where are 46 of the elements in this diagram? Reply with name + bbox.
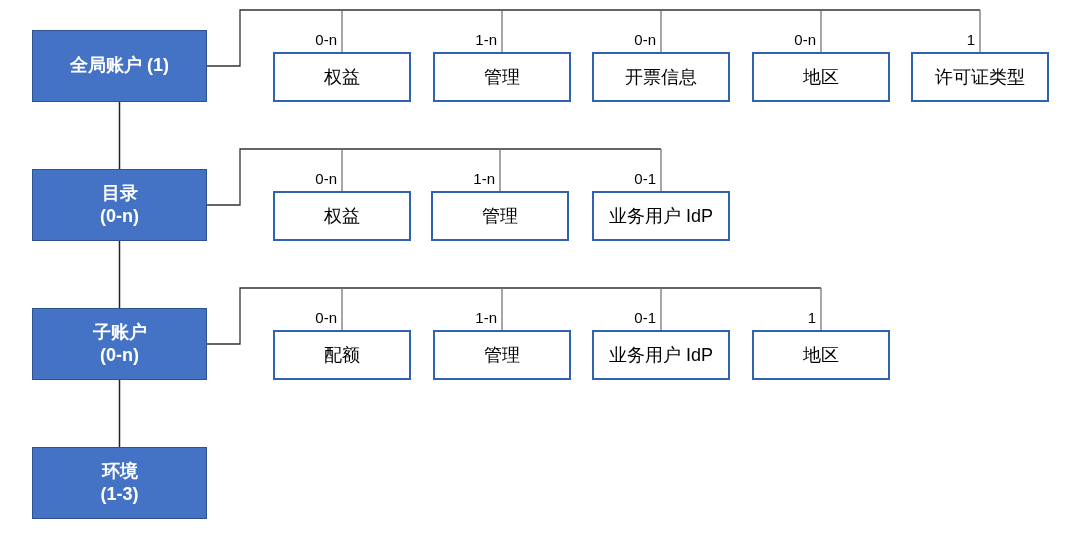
attribute-box: 管理 bbox=[433, 330, 571, 380]
connector-line bbox=[820, 9, 822, 53]
attribute-box: 业务用户 IdP bbox=[592, 191, 730, 241]
connector-line bbox=[501, 9, 503, 53]
connector-line bbox=[501, 287, 503, 331]
connector-line bbox=[341, 9, 343, 53]
edge-label: 1-n bbox=[475, 309, 497, 327]
attribute-box: 权益 bbox=[273, 191, 411, 241]
connector-line bbox=[206, 148, 662, 206]
connector-line bbox=[660, 9, 662, 53]
connector-line bbox=[660, 148, 662, 192]
connector-line bbox=[118, 379, 121, 448]
edge-label: 0-1 bbox=[634, 170, 656, 188]
attribute-box: 开票信息 bbox=[592, 52, 730, 102]
entity-box: 目录 (0-n) bbox=[32, 169, 207, 241]
edge-label: 0-1 bbox=[634, 309, 656, 327]
attribute-box: 许可证类型 bbox=[911, 52, 1049, 102]
edge-label: 1 bbox=[966, 31, 975, 49]
edge-label: 1-n bbox=[475, 31, 497, 49]
edge-label: 0-n bbox=[634, 31, 656, 49]
entity-box: 环境 (1-3) bbox=[32, 447, 207, 519]
connector-line bbox=[979, 9, 981, 53]
edge-label: 1 bbox=[807, 309, 816, 327]
connector-line bbox=[341, 287, 343, 331]
connector-line bbox=[660, 287, 662, 331]
attribute-box: 业务用户 IdP bbox=[592, 330, 730, 380]
attribute-box: 权益 bbox=[273, 52, 411, 102]
edge-label: 0-n bbox=[794, 31, 816, 49]
edge-label: 0-n bbox=[315, 170, 337, 188]
connector-line bbox=[206, 9, 981, 67]
attribute-box: 管理 bbox=[433, 52, 571, 102]
connector-line bbox=[499, 148, 501, 192]
connector-line bbox=[206, 287, 822, 345]
attribute-box: 地区 bbox=[752, 330, 890, 380]
connector-line bbox=[118, 240, 121, 309]
entity-box: 子账户 (0-n) bbox=[32, 308, 207, 380]
connector-line bbox=[820, 287, 822, 331]
attribute-box: 配额 bbox=[273, 330, 411, 380]
connector-line bbox=[341, 148, 343, 192]
entity-box: 全局账户 (1) bbox=[32, 30, 207, 102]
connector-line bbox=[118, 101, 121, 170]
edge-label: 1-n bbox=[473, 170, 495, 188]
edge-label: 0-n bbox=[315, 31, 337, 49]
attribute-box: 地区 bbox=[752, 52, 890, 102]
attribute-box: 管理 bbox=[431, 191, 569, 241]
edge-label: 0-n bbox=[315, 309, 337, 327]
